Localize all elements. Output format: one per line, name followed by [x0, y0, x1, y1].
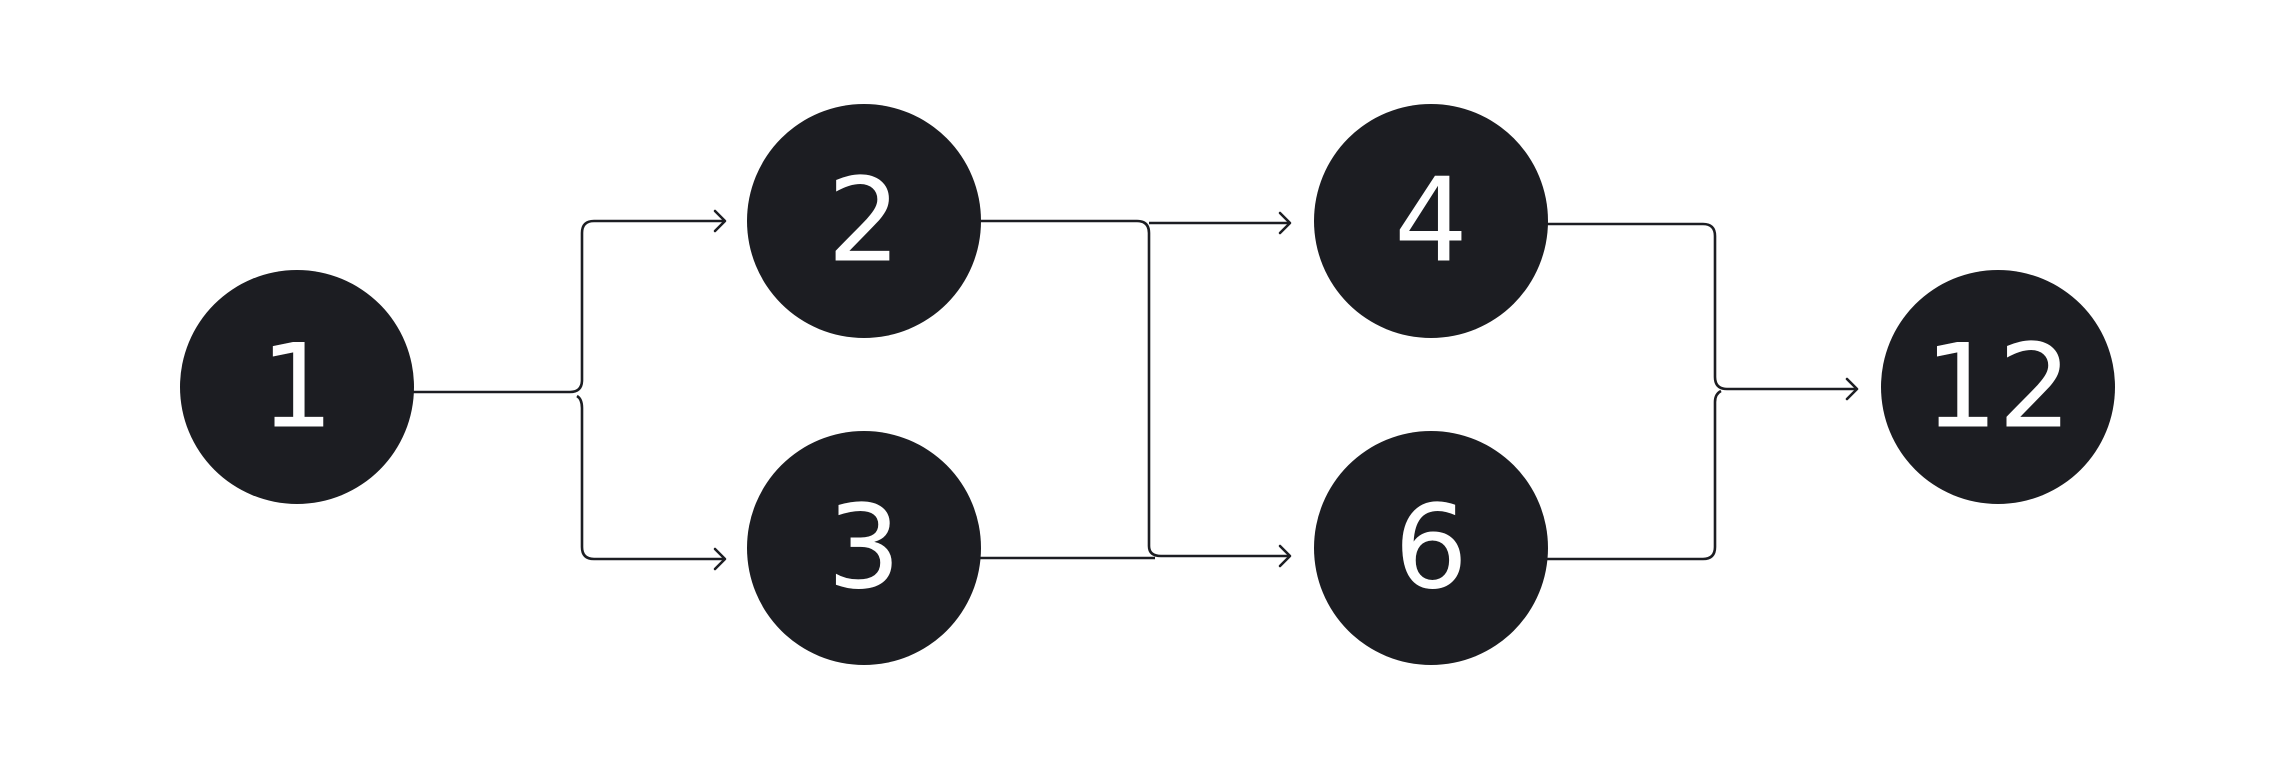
- node-1: 1: [180, 270, 414, 504]
- nodes: 1 2 3 4 6 12: [180, 104, 2115, 665]
- edge-2-to-6: [1147, 233, 1292, 568]
- node-12: 12: [1881, 270, 2115, 504]
- edge-1-to-2: [413, 209, 727, 394]
- node-label: 12: [1924, 320, 2072, 455]
- node-circle: [1881, 270, 2115, 504]
- node-2: 2: [747, 104, 981, 338]
- node-label: 6: [1394, 481, 1468, 616]
- edge-4-to-12: [1547, 222, 1859, 401]
- node-circle: [1314, 431, 1548, 665]
- edge-2-to-4: [980, 211, 1292, 235]
- node-circle: [1314, 104, 1548, 338]
- node-label: 3: [827, 481, 901, 616]
- node-3: 3: [747, 431, 981, 665]
- node-6: 6: [1314, 431, 1548, 665]
- node-label: 1: [260, 320, 334, 455]
- node-4: 4: [1314, 104, 1548, 338]
- node-circle: [747, 104, 981, 338]
- edges: [413, 209, 1859, 571]
- node-circle: [747, 431, 981, 665]
- edge-1-to-3: [576, 394, 727, 571]
- node-label: 2: [827, 154, 901, 289]
- node-label: 4: [1394, 154, 1468, 289]
- edge-6-to-12: [1547, 389, 1722, 561]
- node-circle: [180, 270, 414, 504]
